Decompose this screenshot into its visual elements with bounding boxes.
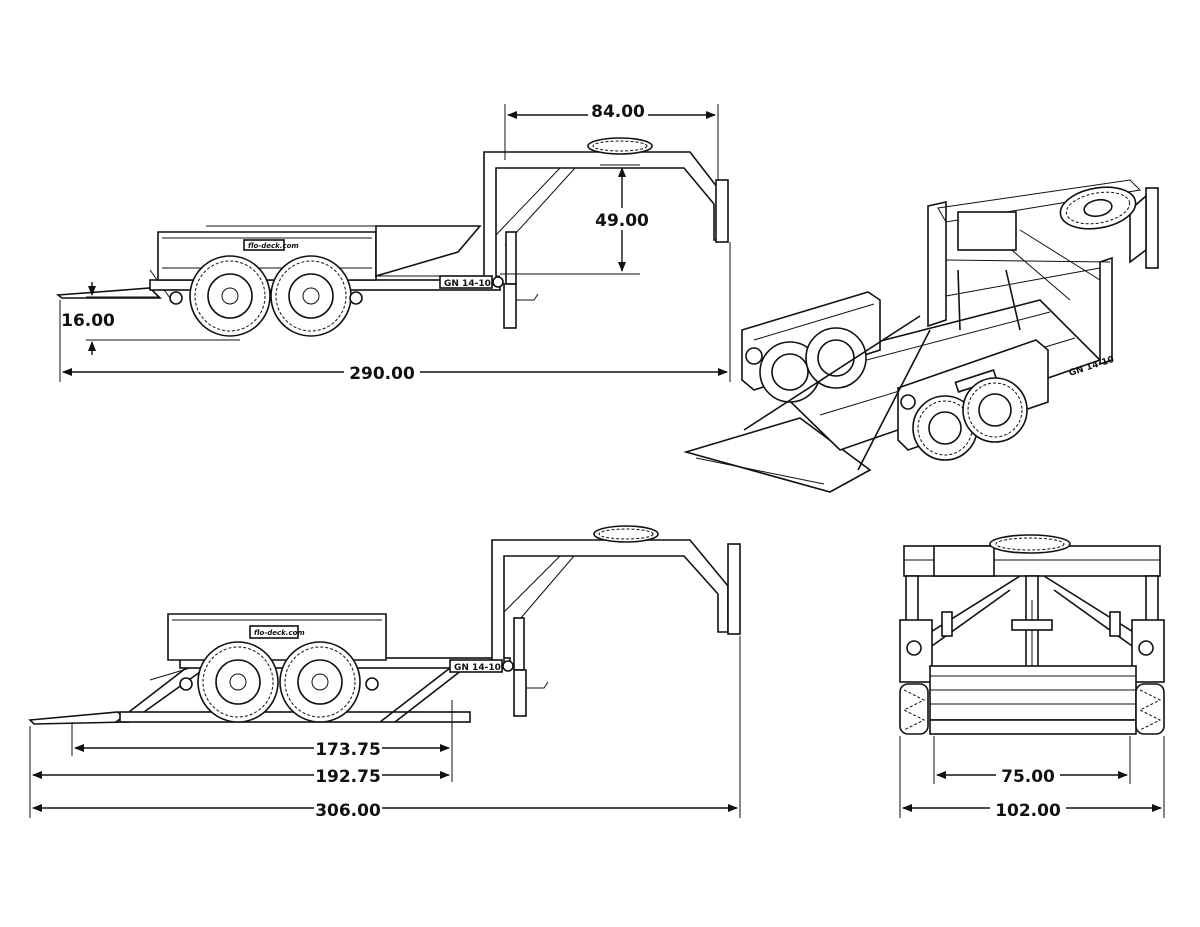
dim-overall-width-label: 102.00 [995,801,1061,821]
iso-spare-tire [1059,186,1137,230]
logo-text-bottom: flo-deck.com [254,629,305,637]
dim-deck-to-coupler-label: 192.75 [315,767,381,787]
wheel-rear-bottom [279,641,361,723]
model-label-bottom: GN 14-10 [454,663,501,673]
dim-overall-width: 102.00 [899,736,1165,821]
dim-inner-width-label: 75.00 [1001,767,1055,787]
wheel-rear-top [270,255,352,337]
dim-overall-length-bottom-label: 306.00 [315,801,381,821]
iso-wheel-rear [962,377,1028,443]
rear-spare-tire [989,534,1071,554]
dim-gooseneck-length: 84.00 [504,100,719,180]
dim-gooseneck-length-label: 84.00 [591,102,645,122]
wheel-front-top [189,255,271,337]
rear-view: 75.00 102.00 [899,534,1165,821]
side-view-top: flo-deck.com GN 14-10 [55,100,731,384]
dim-axle-to-coupler-label: 173.75 [315,740,381,760]
rear-tire-left [899,683,929,735]
dim-deck-height: 16.00 [61,282,240,355]
dim-overall-length-top-label: 290.00 [349,364,415,384]
spare-tire-bottom [593,525,659,543]
iso-wheel-front [912,395,978,461]
dim-overall-length-top: 290.00 [59,242,731,384]
logo-text-top: flo-deck.com [248,242,299,250]
dim-deck-to-coupler: 192.75 [29,726,450,818]
dim-axle-to-coupler: 173.75 [71,700,453,782]
dim-overall-length-bottom: 306.00 [32,636,741,821]
dim-inner-width: 75.00 [933,736,1131,787]
iso-view: GN 14-10 [683,179,1159,493]
model-label-top: GN 14-10 [444,279,491,289]
dim-gooseneck-height-label: 49.00 [595,211,649,231]
dim-deck-height-label: 16.00 [61,311,115,331]
rear-tire-right [1135,683,1165,735]
spare-tire-top [587,137,653,155]
side-view-bottom: flo-deck.com GN 14-10 [28,525,741,821]
dim-gooseneck-height: 49.00 [500,164,652,275]
wheel-front-bottom [197,641,279,723]
